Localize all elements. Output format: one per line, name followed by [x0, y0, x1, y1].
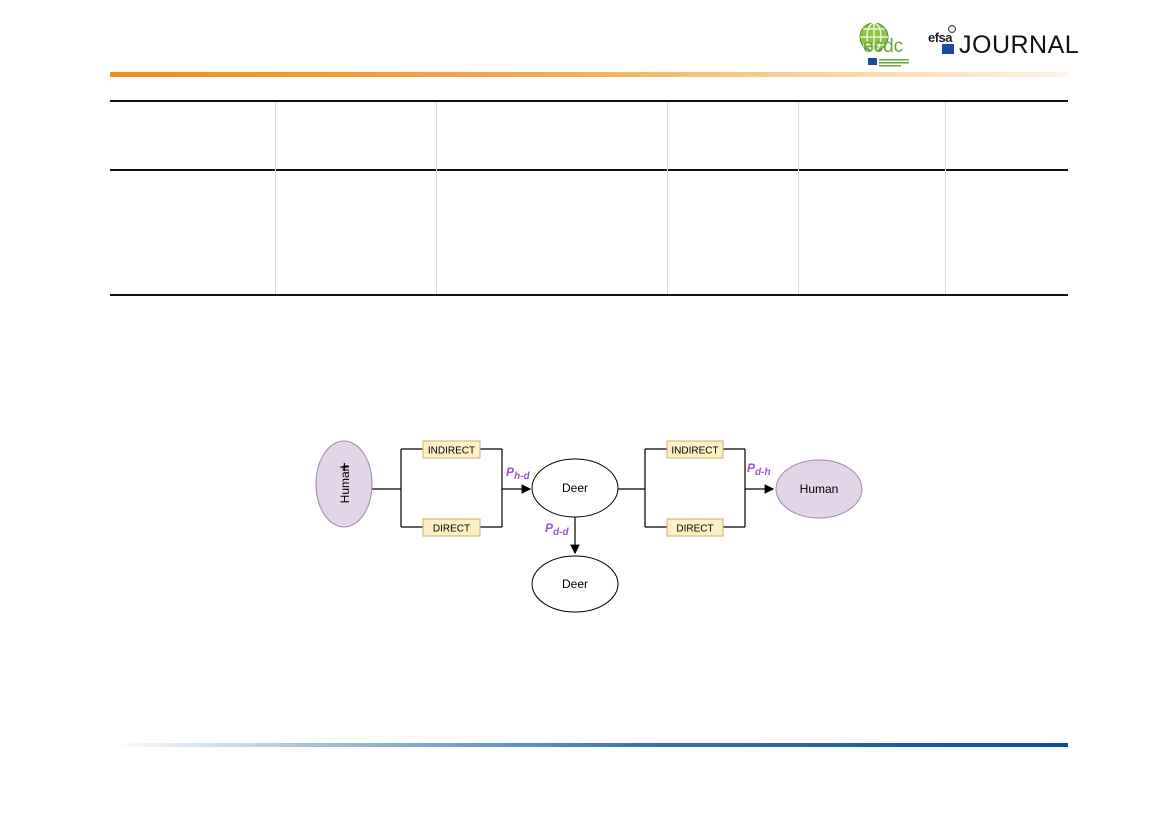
route-box-right-indirect: [666, 440, 724, 459]
efsa-dot-icon: [947, 24, 957, 34]
probability-d-d-label: Pd-d: [545, 521, 569, 538]
footer-rule: [110, 743, 1068, 747]
globe-icon: [859, 22, 889, 52]
diagram-connectors: [372, 448, 746, 528]
table-top-rule: [110, 100, 1068, 102]
efsa-journal-logo: efsa JOURNAL: [928, 24, 1079, 60]
route-box-right-direct: [666, 518, 724, 537]
route-right-direct-label: DIRECT: [676, 524, 713, 535]
table-column-divider: [798, 102, 799, 294]
target-human-node: [775, 459, 863, 519]
source-human-node: [315, 440, 373, 528]
probability-h-d-label: Ph-d: [506, 465, 530, 482]
table-column-divider: [667, 102, 668, 294]
table-header-rule: [110, 169, 1068, 171]
route-right-indirect-label: INDIRECT: [671, 446, 718, 457]
ecdc-logo: ecdc: [854, 18, 916, 70]
route-box-left-indirect: [422, 440, 481, 459]
efsa-logo-text: efsa: [928, 30, 953, 45]
route-box-left-direct: [422, 518, 481, 537]
table-column-divider: [436, 102, 437, 294]
deer-node: [531, 458, 619, 518]
ecdc-logo-text: ecdc: [863, 36, 903, 57]
header-rule: [110, 72, 1068, 77]
table-column-divider: [945, 102, 946, 294]
transmission-diagram: Human + INDIRECT DIRECT Ph-d Deer Pd-d D…: [300, 425, 880, 625]
table: [110, 100, 1068, 296]
source-human-label: Human: [338, 465, 352, 504]
bottom-deer-node: [531, 555, 619, 613]
journal-title: JOURNAL: [959, 31, 1080, 59]
eu-flag-icon: [942, 44, 954, 54]
deer-node-label: Deer: [562, 481, 588, 495]
route-left-direct-label: DIRECT: [433, 524, 470, 535]
target-human-label: Human: [800, 482, 839, 496]
table-column-divider: [275, 102, 276, 294]
source-marker: +: [335, 462, 354, 472]
bottom-deer-label: Deer: [562, 577, 588, 591]
eu-flag-icon: [868, 58, 877, 65]
route-left-indirect-label: INDIRECT: [428, 446, 475, 457]
probability-d-h-label: Pd-h: [747, 461, 771, 478]
table-bottom-rule: [110, 294, 1068, 296]
